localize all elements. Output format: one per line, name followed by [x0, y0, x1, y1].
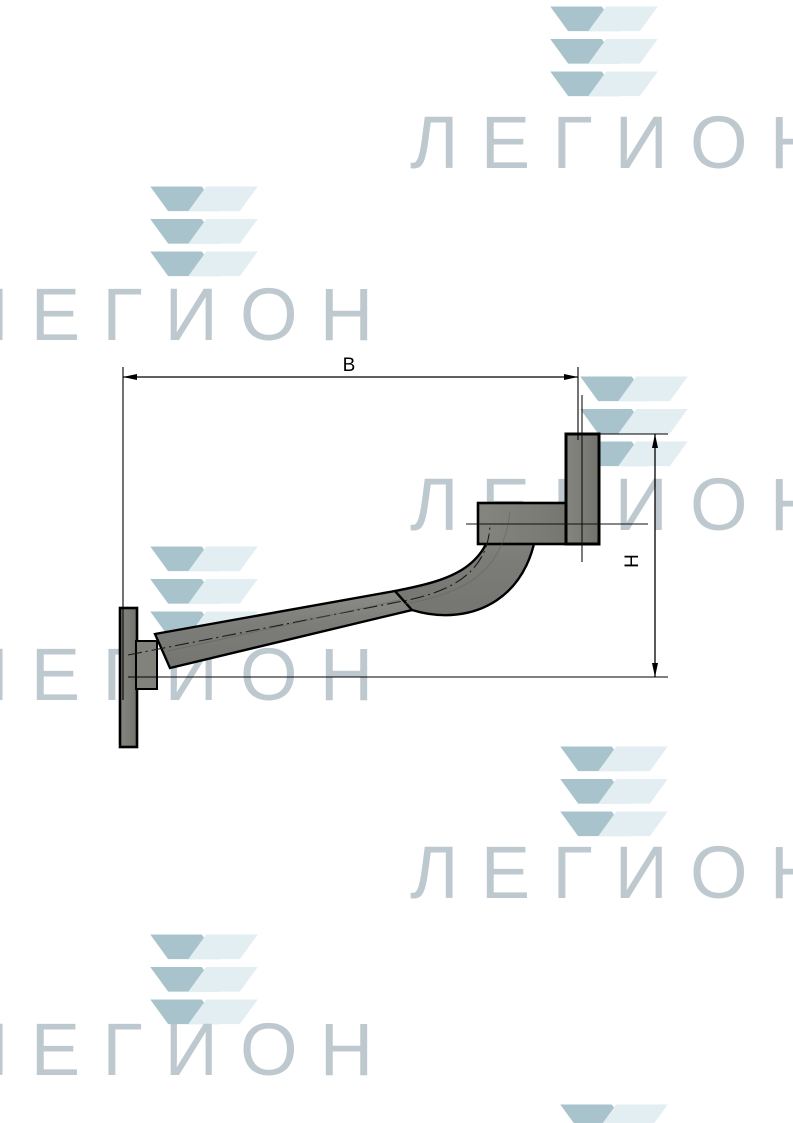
dimension-H: H [128, 433, 668, 678]
arm-inner-edge [167, 599, 401, 652]
watermark-text: ЛЕГИОН [410, 463, 793, 546]
watermark-text: ЛЕГИОН [410, 101, 793, 184]
watermark-layer: ЛЕГИОН ЛЕГИОН ЛЕГИОН ЛЕГИОН ЛЕГИОН ЛЕГИО… [0, 6, 793, 1123]
watermark-text: ЛЕГИОН [0, 1008, 395, 1091]
watermark-text: ЛЕГИОН [410, 831, 793, 914]
elbow-inner-edge [403, 511, 511, 605]
dimension-label-B: B [343, 355, 356, 376]
dimension-layer: B H [122, 355, 668, 700]
dimension-B: B [122, 355, 579, 700]
part-centerline [127, 524, 491, 656]
bracket-part [118, 395, 648, 749]
watermark-brand-text: ЛЕГИОН ЛЕГИОН ЛЕГИОН ЛЕГИОН ЛЕГИОН ЛЕГИО… [0, 101, 793, 1091]
watermark-text: ЛЕГИОН [0, 273, 395, 356]
flange-boss [135, 640, 158, 690]
dimension-label-H: H [622, 554, 643, 568]
